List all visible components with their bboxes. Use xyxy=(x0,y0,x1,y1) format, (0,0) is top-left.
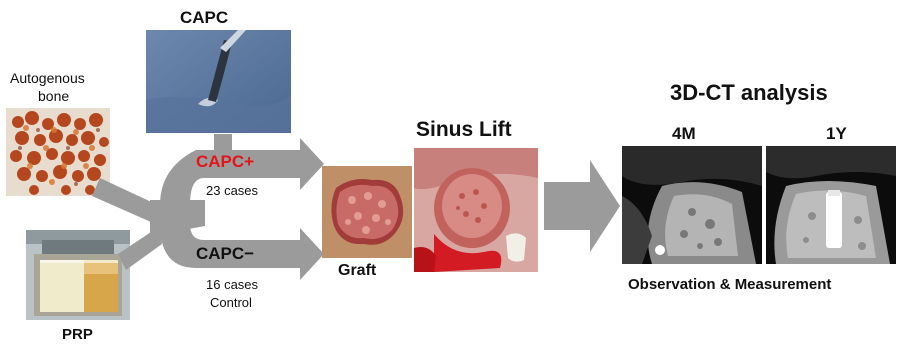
autogenous-bone-label-line1: Autogenous xyxy=(10,70,85,86)
timepoint-4m: 4M xyxy=(672,124,696,144)
capc-plus-cases: 23 cases xyxy=(206,184,258,199)
to-analysis-arrow xyxy=(544,160,620,252)
capc-minus-cases: 16 cases xyxy=(206,278,258,293)
capc-drop-arrow xyxy=(214,134,232,150)
autogenous-bone-label-line2: bone xyxy=(38,88,69,104)
prp-label: PRP xyxy=(62,326,93,343)
analysis-title: 3D-CT analysis xyxy=(670,80,828,105)
capc-label: CAPC xyxy=(180,8,228,28)
graft-label: Graft xyxy=(338,262,376,280)
analysis-footer: Observation & Measurement xyxy=(628,276,831,293)
capc-minus-label: CAPC− xyxy=(196,244,254,264)
sinus-lift-label: Sinus Lift xyxy=(416,118,512,142)
bone-feed-arrow xyxy=(92,178,160,226)
capc-plus-label: CAPC+ xyxy=(196,152,254,172)
capc-minus-control: Control xyxy=(210,296,252,311)
timepoint-1y: 1Y xyxy=(826,124,847,144)
